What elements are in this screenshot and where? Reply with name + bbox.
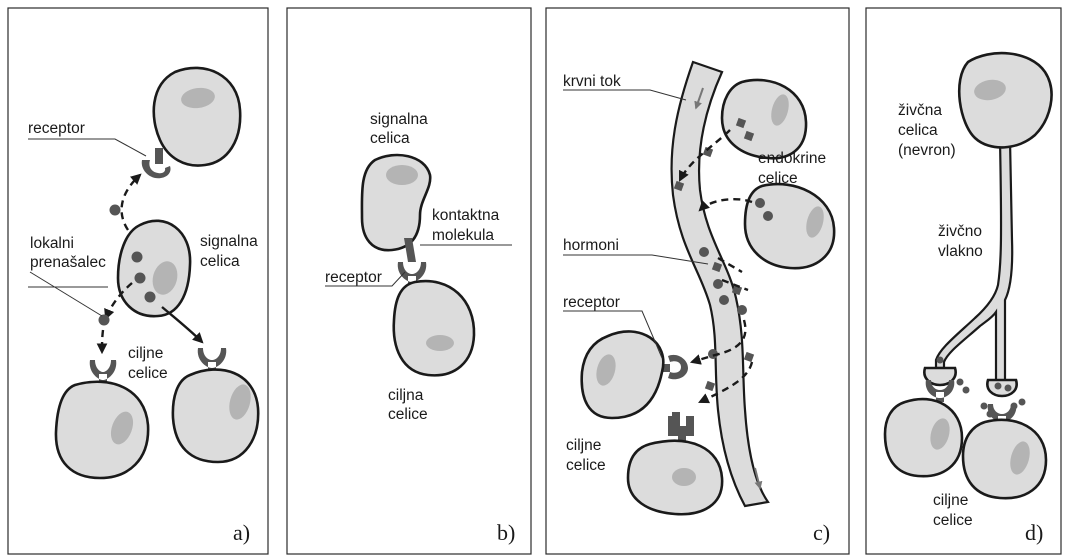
- panel-d: živčna celica (nevron) živčno vlakno cil…: [866, 8, 1061, 554]
- label-d-nerve-2: celica: [898, 122, 938, 139]
- panel-a: receptor lokalni prenašalec signalna cel…: [8, 8, 268, 554]
- label-panel-d: d): [1025, 520, 1043, 545]
- label-d-target-2: celice: [933, 512, 973, 529]
- label-a-signal-1: signalna: [200, 233, 258, 250]
- label-panel-c: c): [813, 520, 830, 545]
- target-cell-top: [154, 68, 240, 166]
- endocrine-cell-top: [722, 80, 806, 158]
- label-a-receptor: receptor: [28, 120, 85, 137]
- label-c-target-1: ciljne: [566, 437, 601, 454]
- target-cell-d-left: [885, 399, 962, 476]
- mediator-dot-a2: [99, 315, 110, 326]
- target-cell-a-left: [56, 382, 148, 478]
- target-cell-d-right: [963, 420, 1046, 498]
- panel-b: signalna celica kontaktna molekula recep…: [287, 8, 531, 554]
- label-d-nerve-1: živčna: [898, 102, 942, 119]
- label-a-signal-2: celica: [200, 253, 240, 270]
- label-d-nerve-3: (nevron): [898, 142, 956, 159]
- label-c-blood: krvni tok: [563, 73, 621, 90]
- label-c-target-2: celice: [566, 457, 606, 474]
- label-c-receptor: receptor: [563, 294, 620, 311]
- label-d-target-1: ciljne: [933, 492, 968, 509]
- panel-b-border: [287, 8, 531, 554]
- label-a-target-2: celice: [128, 365, 168, 382]
- panel-c: krvni tok endokrine celice hormoni recep…: [546, 8, 849, 554]
- label-d-fiber-1: živčno: [938, 223, 982, 240]
- label-a-mediator-2: prenašalec: [30, 254, 106, 271]
- label-c-endocrine-2: celice: [758, 170, 798, 187]
- mediator-dot-a1: [110, 205, 121, 216]
- label-d-fiber-2: vlakno: [938, 243, 983, 260]
- target-cell-a-right: [173, 370, 258, 462]
- label-b-signal-2: celica: [370, 130, 410, 147]
- synapse-right: [987, 380, 1016, 396]
- label-b-contact-1: kontaktna: [432, 207, 500, 224]
- label-b-contact-2: molekula: [432, 227, 494, 244]
- label-b-signal-1: signalna: [370, 111, 428, 128]
- label-panel-a: a): [233, 520, 250, 545]
- label-b-target-2: celice: [388, 406, 428, 423]
- label-b-target-1: ciljna: [388, 387, 424, 404]
- label-b-receptor: receptor: [325, 269, 382, 286]
- label-a-mediator-1: lokalni: [30, 235, 74, 252]
- label-panel-b: b): [497, 520, 515, 545]
- target-cell-c-bottom: [628, 441, 722, 514]
- label-a-target-1: ciljne: [128, 345, 163, 362]
- label-c-hormones: hormoni: [563, 237, 619, 254]
- label-c-endocrine-1: endokrine: [758, 150, 826, 167]
- signal-cell-a: [118, 221, 190, 316]
